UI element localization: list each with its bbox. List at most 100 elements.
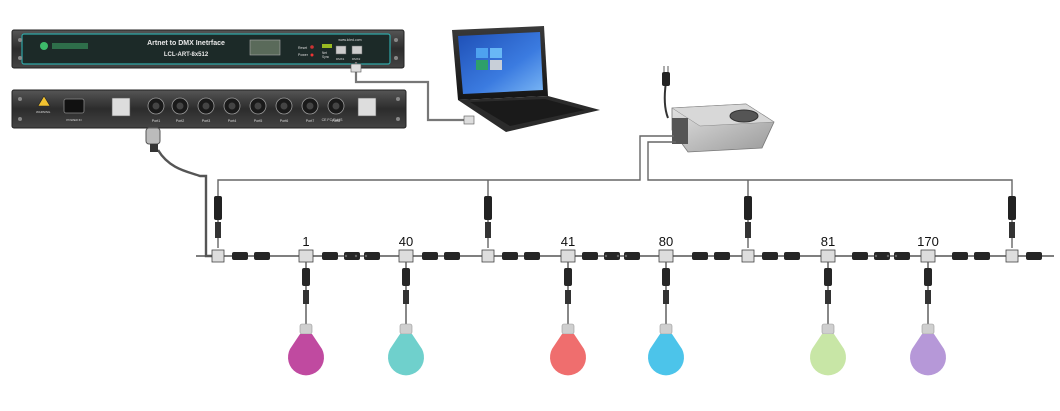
inline-connector-icon: [714, 252, 730, 260]
tee-connector-icon: [398, 249, 414, 263]
fixture-5: 81: [809, 234, 846, 376]
ellipsis-dot: [624, 254, 628, 258]
rack-screw: [396, 97, 400, 101]
inline-connector-icon: [762, 252, 778, 260]
power-injector-connector: [1005, 196, 1019, 263]
inline-connector-icon: [524, 252, 540, 260]
net-led: [322, 44, 332, 48]
lcd-display: [249, 39, 281, 56]
artnet-dmx-front-panel: Artnet to DMX Inetrface LCL-ART-8x512 ww…: [11, 29, 405, 69]
tee-connector-icon: [920, 249, 936, 263]
inline-connector-icon: [784, 252, 800, 260]
dmx-address-label: 40: [399, 234, 413, 249]
inline-connector-icon: [232, 252, 248, 260]
drop-connector-icon: [403, 290, 409, 304]
dmx-address-label: 81: [821, 234, 835, 249]
power-led: [310, 53, 314, 57]
inline-connector-icon: [894, 252, 910, 260]
sync-label: Sync: [322, 55, 329, 59]
xlr-pin-icon: [332, 102, 340, 110]
port-label: Port8: [332, 119, 341, 123]
rack-screw: [394, 56, 398, 60]
inline-connector-icon: [364, 252, 380, 260]
led-bulb-icon: [550, 334, 586, 376]
device-model: LCL-ART-8x512: [164, 52, 209, 58]
fixture-1: 1: [288, 234, 324, 376]
power-injector-connector: [741, 196, 755, 263]
port-label: Port6: [280, 119, 289, 123]
drop-connector-icon: [565, 290, 571, 304]
brand-logo: [52, 43, 88, 49]
windows-tile: [476, 48, 488, 58]
inline-connector-icon: [344, 252, 360, 260]
url-label: www.lcled.com: [338, 38, 361, 42]
bulb-base-icon: [299, 323, 313, 335]
brand-logo-icon: [40, 42, 48, 50]
inline-connector-icon: [582, 252, 598, 260]
inline-connector-icon: [952, 252, 968, 260]
reset-button: [310, 45, 314, 49]
ellipsis-dot: [604, 254, 608, 258]
rj45-port-icon: [335, 45, 347, 55]
dmx-address-label: 41: [561, 234, 575, 249]
port-label: Port2: [176, 119, 185, 123]
xlr-port-5: Port5: [249, 97, 267, 123]
xlr-port-2: Port2: [171, 97, 189, 123]
xlr-plug-icon: [145, 127, 161, 152]
power-in-label: POWER IN: [66, 118, 81, 122]
inline-connector-icon: [604, 252, 620, 260]
power-injector-connector: [481, 196, 495, 263]
tee-connector-icon: [741, 249, 755, 263]
led-bulb-icon: [809, 334, 846, 376]
tee-connector-icon: [560, 249, 576, 263]
bulb-base-icon: [399, 323, 413, 335]
inline-connector-icon: [502, 252, 518, 260]
rack-screw: [18, 117, 22, 121]
rack-screw: [18, 97, 22, 101]
inline-connector-icon: [874, 252, 890, 260]
xlr-port-1: Port1: [147, 97, 165, 123]
windows-tile: [476, 60, 488, 70]
dmx-address-label: 80: [659, 234, 673, 249]
dmx-address-label: 170: [917, 234, 939, 249]
rack-screw: [396, 117, 400, 121]
rack-screw: [394, 38, 398, 42]
drop-connector-icon: [302, 268, 310, 286]
fixture-row: 1 40 41 80 81 170: [288, 234, 946, 376]
ellipsis-dot: [364, 254, 368, 258]
power-supply-icon: [662, 66, 775, 153]
inline-connector-icon: [974, 252, 990, 260]
windows-tile: [490, 60, 502, 70]
drop-connector-icon: [662, 268, 670, 286]
ethercon-port-icon: [111, 97, 131, 117]
windows-tile: [490, 48, 502, 58]
fan-icon: [729, 109, 759, 123]
drop-connector-icon: [564, 268, 572, 286]
rack-screw: [18, 56, 22, 60]
power-label: Power: [298, 53, 309, 57]
device-title: Artnet to DMX Inetrface: [147, 40, 225, 47]
bus-connector-row: [232, 252, 1042, 260]
reset-label: Reset: [298, 46, 307, 50]
iec-power-socket-icon: [63, 98, 85, 114]
warning-icon: [37, 95, 51, 107]
xlr-port-4: Port4: [223, 97, 241, 123]
power-plug-icon: [662, 72, 670, 86]
tee-connector-icon: [211, 249, 225, 263]
ellipsis-dot: [616, 254, 620, 258]
rack-screw: [18, 38, 22, 42]
dmx-address-label: 1: [302, 234, 309, 249]
ellipsis-dot: [344, 254, 348, 258]
terminal-block: [672, 118, 688, 144]
port-label: Port4: [228, 119, 237, 123]
xlr-port-7: Port7: [301, 97, 319, 123]
bulb-base-icon: [561, 323, 575, 335]
inline-connector-icon: [852, 252, 868, 260]
drop-connector-icon: [824, 268, 832, 286]
ethercon-port-icon: [357, 97, 377, 117]
xlr-pin-icon: [202, 102, 210, 110]
ellipsis-dot: [874, 254, 878, 258]
led-bulb-icon: [647, 334, 684, 376]
drop-connector-icon: [402, 268, 410, 286]
